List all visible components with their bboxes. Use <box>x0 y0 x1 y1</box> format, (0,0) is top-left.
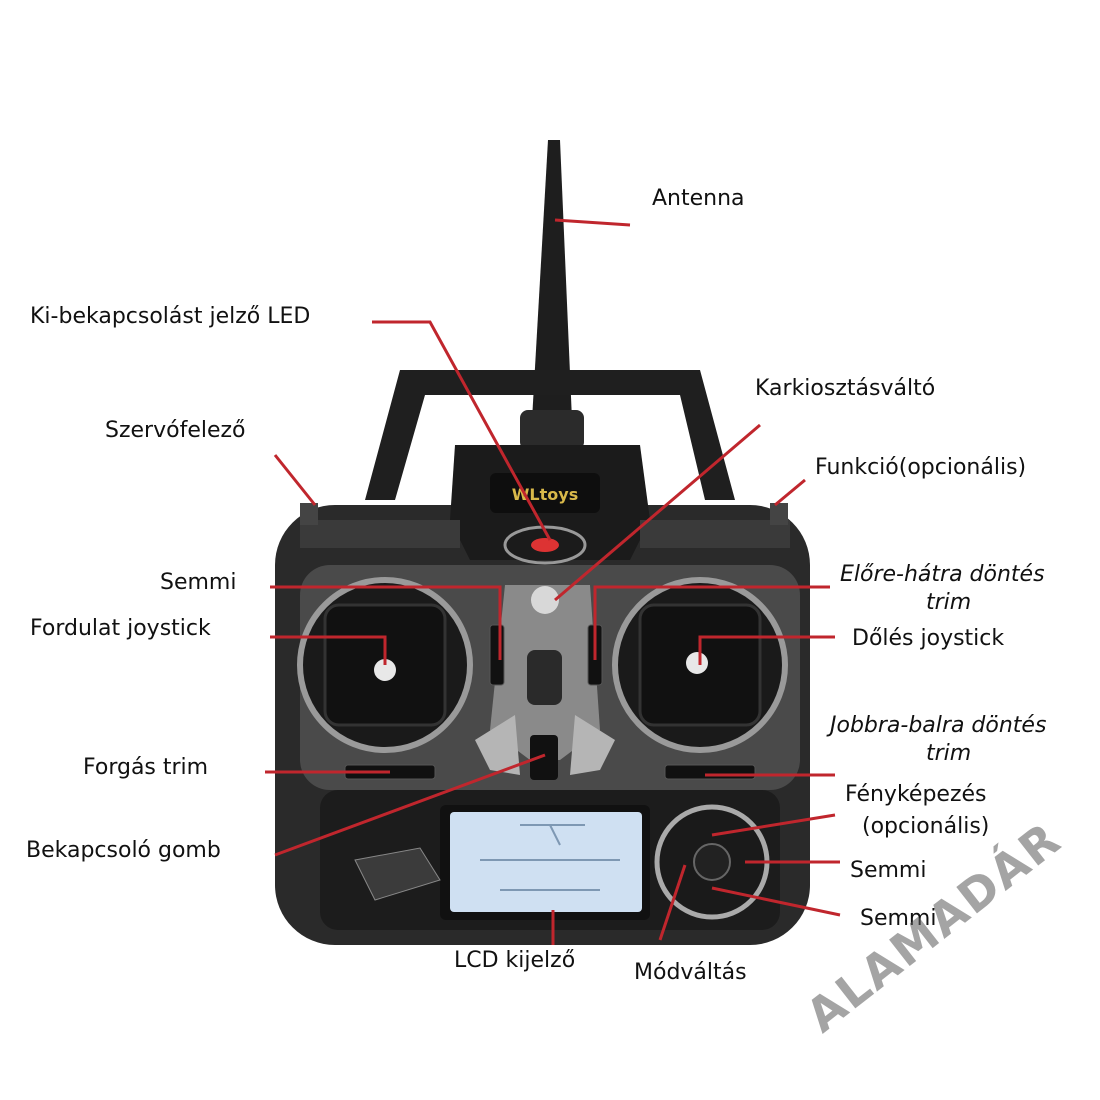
leader-photo <box>711 813 836 837</box>
label-photo-line2: (opcionális) <box>862 814 990 839</box>
leader-pitch-trim <box>593 585 830 660</box>
leader-nothing-left <box>270 585 502 660</box>
leader-function <box>774 478 806 507</box>
leader-throttle-joystick <box>270 635 387 665</box>
leader-power-button <box>274 753 546 857</box>
leader-lines <box>265 218 841 945</box>
leader-antenna <box>554 218 631 227</box>
label-nothing-left: Semmi <box>160 570 237 595</box>
label-power-led: Ki-bekapcsolást jelző LED <box>30 304 311 329</box>
label-function: Funkció(opcionális) <box>815 455 1027 480</box>
leader-nothing-right-2 <box>711 886 841 917</box>
label-nothing-right-2: Semmi <box>860 906 937 931</box>
label-roll-trim-line2: trim <box>926 741 972 766</box>
label-servo-halver: Szervófelező <box>105 418 246 443</box>
leader-mode-switch <box>658 864 687 941</box>
label-antenna: Antenna <box>652 186 745 211</box>
leader-power-led <box>372 320 552 541</box>
antenna-graphic <box>520 140 584 450</box>
label-pitch-trim-line2: trim <box>926 590 972 615</box>
label-nothing-right-1: Semmi <box>850 858 927 883</box>
label-arm-switch: Karkiosztásváltó <box>755 376 936 401</box>
label-lcd: LCD kijelző <box>454 948 576 973</box>
roll-trim-graphic <box>664 764 756 780</box>
label-throttle-joystick: Fordulat joystick <box>30 616 211 641</box>
leader-arm-switch <box>554 423 761 602</box>
label-pitch-trim-line1: Előre-hátra döntés <box>840 562 1045 587</box>
leader-servo-halver <box>273 454 317 506</box>
label-roll-trim-line1: Jobbra-balra döntés <box>830 713 1047 738</box>
label-photo-line1: Fényképezés <box>845 782 987 807</box>
label-tilt-joystick: Dőlés joystick <box>852 626 1005 651</box>
leader-tilt-joystick <box>698 635 835 665</box>
label-yaw-trim: Forgás trim <box>83 755 209 780</box>
label-mode-switch: Módváltás <box>634 960 747 985</box>
lcd-screen-graphic <box>440 805 650 920</box>
handle-graphic <box>365 370 735 500</box>
label-power-button: Bekapcsoló gomb <box>26 838 221 863</box>
